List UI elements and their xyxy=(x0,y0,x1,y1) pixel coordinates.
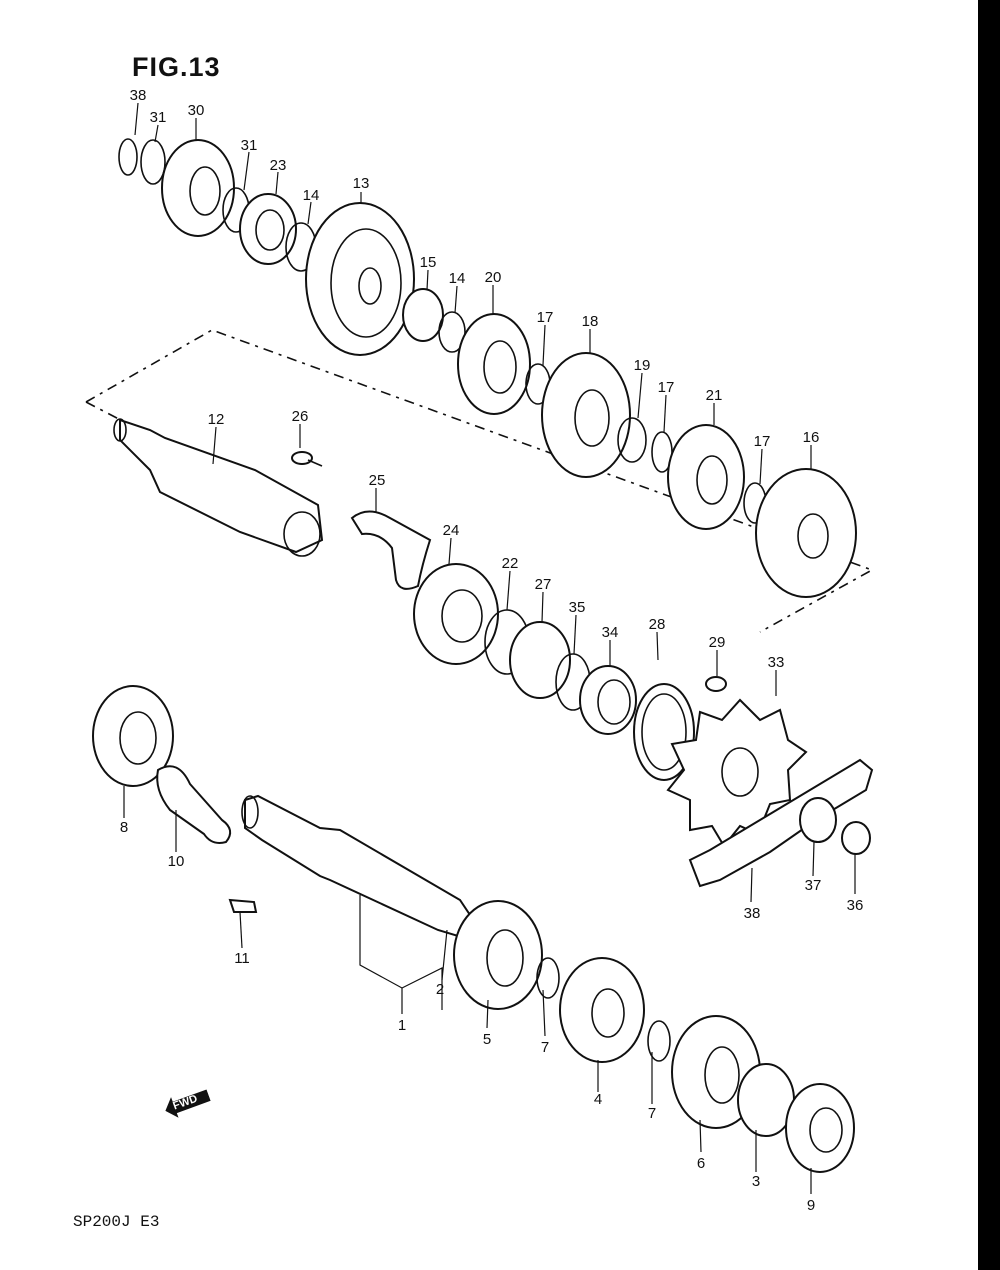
part-label-4: 4 xyxy=(594,1091,602,1108)
part-label-8: 8 xyxy=(120,819,128,836)
part-label-16: 16 xyxy=(803,429,820,446)
drawing-part-14b xyxy=(438,311,466,353)
drawing-part-9 xyxy=(785,1083,855,1173)
drawing-part-7b xyxy=(647,1020,671,1062)
part-label-18: 18 xyxy=(582,313,599,330)
part-label-31a: 31 xyxy=(150,109,167,126)
drawing-part-29 xyxy=(705,676,727,692)
part-label-13: 13 xyxy=(353,175,370,192)
part-label-22: 22 xyxy=(502,555,519,572)
part-label-17c: 17 xyxy=(754,433,771,450)
drawing-part-38 xyxy=(688,758,874,888)
drawing-top-row xyxy=(118,138,857,598)
part-label-1: 1 xyxy=(398,1017,406,1034)
drawing-part-11 xyxy=(228,898,258,913)
part-label-12: 12 xyxy=(208,411,225,428)
drawing-middle-row xyxy=(113,418,874,888)
part-label-25: 25 xyxy=(369,472,386,489)
drawing-part-21 xyxy=(667,424,745,530)
model-code: SP200J E3 xyxy=(73,1213,160,1231)
part-label-6: 6 xyxy=(697,1155,705,1172)
part-label-7a: 7 xyxy=(541,1039,549,1056)
part-label-20: 20 xyxy=(485,269,502,286)
drawing-part-37 xyxy=(799,797,837,843)
drawing-part-5 xyxy=(453,900,543,1010)
drawing-part-24 xyxy=(413,563,499,665)
scan-edge-bar xyxy=(978,0,1000,1270)
part-label-31b: 31 xyxy=(241,137,258,154)
part-label-35: 35 xyxy=(569,599,586,616)
leader-lines xyxy=(123,102,856,1194)
part-label-38: 38 xyxy=(744,905,761,922)
part-label-27: 27 xyxy=(535,576,552,593)
drawing-part-10 xyxy=(156,765,232,844)
part-label-17a: 17 xyxy=(537,309,554,326)
part-label-30: 30 xyxy=(188,102,205,119)
drawing-part-18 xyxy=(541,352,631,478)
drawing-bottom-row xyxy=(92,685,855,1173)
part-label-3: 3 xyxy=(752,1173,760,1190)
drawing-part-27 xyxy=(509,621,571,699)
fwd-arrow-icon: FWD xyxy=(162,1085,213,1121)
drawing-part-19 xyxy=(617,417,647,463)
drawing-part-25 xyxy=(350,510,432,590)
drawing-part-34 xyxy=(579,665,637,735)
part-label-32: 38 xyxy=(130,87,147,104)
drawing-part-26 xyxy=(291,451,313,465)
part-label-2: 2 xyxy=(436,981,444,998)
part-label-26: 26 xyxy=(292,408,309,425)
part-label-29: 29 xyxy=(709,634,726,651)
drawing-part-7a xyxy=(536,957,560,999)
part-label-34: 34 xyxy=(602,624,619,641)
drawing-part-20 xyxy=(457,313,531,415)
drawing-part-15 xyxy=(402,288,444,342)
part-label-15: 15 xyxy=(420,254,437,271)
part-label-9: 9 xyxy=(807,1197,815,1214)
part-label-14a: 14 xyxy=(303,187,320,204)
part-label-19: 19 xyxy=(634,357,651,374)
drawing-part-23 xyxy=(239,193,297,265)
part-label-10: 10 xyxy=(168,853,185,870)
exploded-view-drawing: 38 31 30 31 23 14 13 15 14 20 17 18 19 1… xyxy=(85,87,874,1214)
part-label-5: 5 xyxy=(483,1031,491,1048)
part-label-23: 23 xyxy=(270,157,287,174)
drawing-part-8 xyxy=(92,685,174,787)
part-label-11: 11 xyxy=(234,950,250,967)
part-label-33: 33 xyxy=(768,654,785,671)
drawing-part-36 xyxy=(841,821,871,855)
part-label-14b: 14 xyxy=(449,270,466,287)
drawing-part-16 xyxy=(755,468,857,598)
part-label-37: 37 xyxy=(805,877,822,894)
drawing-part-32 xyxy=(118,138,138,176)
figure-title: FIG.13 xyxy=(132,52,221,82)
drawing-part-31a xyxy=(140,139,166,185)
part-label-17b: 17 xyxy=(658,379,675,396)
part-label-28: 28 xyxy=(649,616,666,633)
part-labels: 38 31 30 31 23 14 13 15 14 20 17 18 19 1… xyxy=(120,87,864,1214)
part-label-7b: 7 xyxy=(648,1105,656,1122)
drawing-part-4 xyxy=(559,957,645,1063)
drawing-part-30 xyxy=(161,139,235,237)
part-label-36: 36 xyxy=(847,897,864,914)
drawing-part-12 xyxy=(119,418,324,554)
part-label-21: 21 xyxy=(706,387,723,404)
part-label-24: 24 xyxy=(443,522,460,539)
drawing-part-1 xyxy=(244,794,474,938)
